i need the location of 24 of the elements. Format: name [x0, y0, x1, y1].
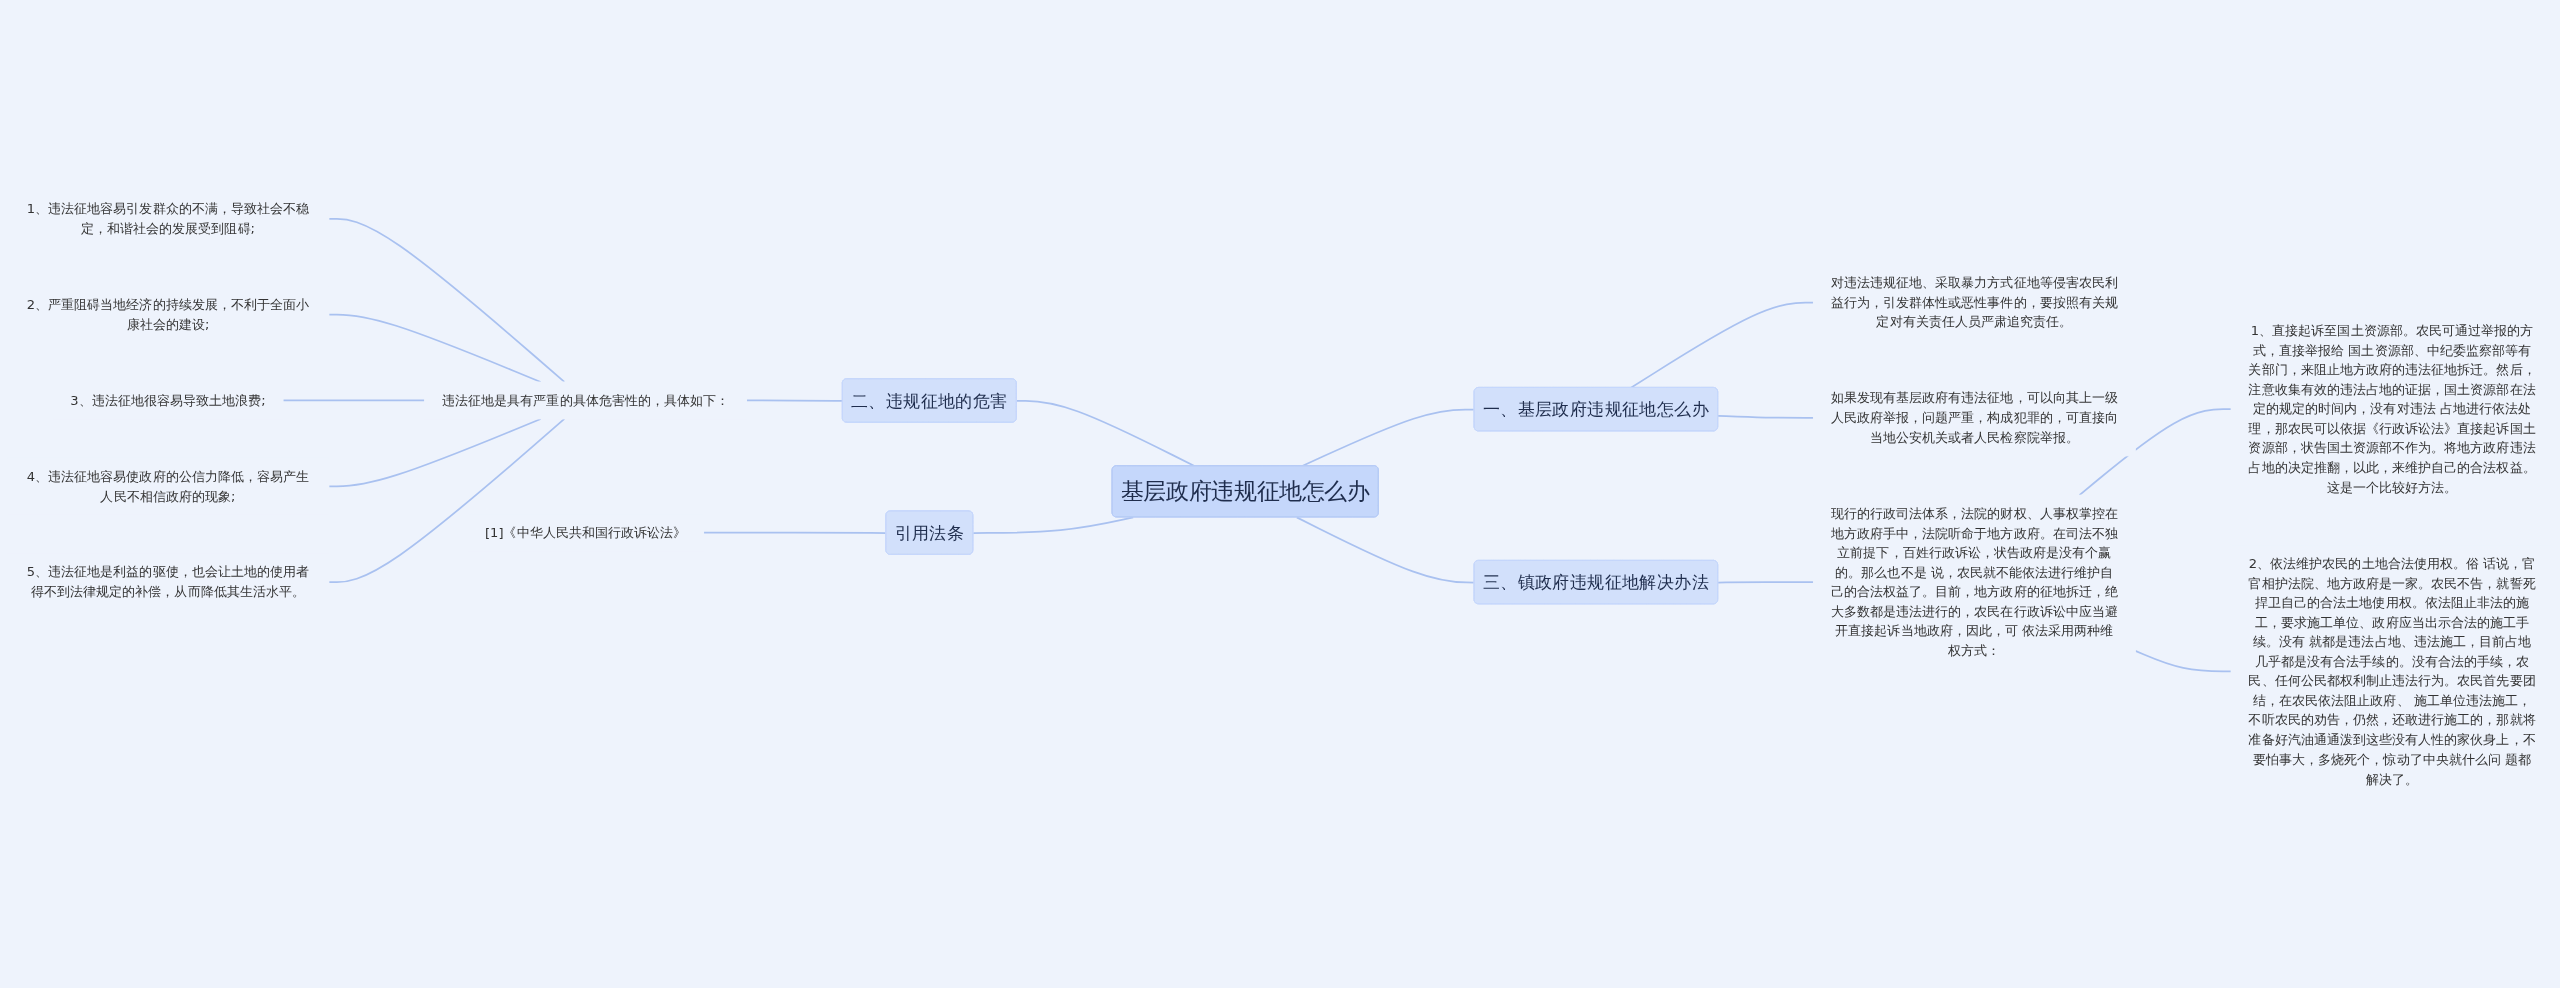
- connector: [1717, 581, 1815, 584]
- connector: [2134, 650, 2232, 673]
- node-text: 1、违法征地容易引发群众的不满，导致社会不稳定，和谐社会的发展受到阻碍;: [26, 200, 310, 237]
- connector: [282, 399, 426, 402]
- node-text: 对违法违规征地、采取暴力方式征地等侵害农民利益行为，引发群体性或恶性事件的，要按照有关规定对有关责任人员严肃追究责任。: [1830, 274, 2118, 330]
- connector: [328, 418, 542, 488]
- connector: [745, 399, 844, 402]
- connector: [1630, 301, 1815, 389]
- node-text: 现行的行政司法体系，法院的财权、人事权掌控在地方政府手中，法院听命于地方政府。在司法不独立前提下，百姓行政诉讼，状告政府是没有个赢的。那么也不是 说，农民就不能依法进行维护自己的合法权益了。目前，地方政府的征地拆迁，绝大多数都是违法进行的，农民在行政诉讼中应当避开直接起诉当地政府，因此，可 依法采用两种维权方式：: [1830, 505, 2118, 659]
- connector: [328, 217, 566, 383]
- node-text: 如果发现有基层政府有违法征地，可以向其上一级人民政府举报，问题严重，构成犯罪的，可直接向当地公安机关或者人民检察院举报。: [1830, 390, 2118, 446]
- node-text: 4、违法征地容易使政府的公信力降低，容易产生人民不相信政府的现象;: [26, 468, 310, 504]
- connector: [1295, 516, 1476, 584]
- node-text: 2、严重阻碍当地经济的持续发展，不利于全面小康社会的建设;: [26, 296, 310, 332]
- node-text: [1]《中华人民共和国行政诉讼法》: [485, 524, 687, 541]
- node-text: 违法征地是具有严重的具体危害性的，具体如下：: [442, 392, 730, 409]
- node-text: 3、违法征地很容易导致土地浪费;: [70, 392, 266, 409]
- node-text: 2、依法维护农民的土地合法使用权。俗 话说，官官相护法院、地方政府是一家。农民不告，就誓死捍卫自己的合法土地使用权。依法阻止非法的施工，要求施工单位、政府应当出示合法的施工手续。没有 就都是违法占地、违法施工，目前占地几乎都是没有合法手续的。没有合法的手续，农民、任何公民都权利制止违法行为。农民首先要团结，在农民依法阻止政府、 施工单位违法施工，不听农民的劝告，仍然，还敢进行施工的，那就将准备好汽油通通泼到这些没有人性的家伙身上，不要怕事大，多烧死个，惊动了中央就什么问 题都解决了。: [2248, 555, 2536, 787]
- connector: [2078, 408, 2232, 496]
- connector: [972, 516, 1135, 534]
- node-text: 1、直接起诉至国土资源部。农民可通过举报的方式，直接举报给 国土资源部、中纪委监察部等有关部门，来阻止地方政府的违法征地拆迁。然后，注意收集有效的违法占地的证据，国土资源部在法定的规定的时间内，没有对违法 占地进行依法处理，那农民可以依据《行政诉讼法》直接起诉国土资源部，状告国土资源部不作为。将地方政府违法占地的决定推翻，以此，来维护自己的合法权益。这是一个比较好方法。: [2248, 322, 2536, 496]
- node-text: 5、违法征地是利益的驱使，也会让土地的使用者得不到法律规定的补偿，从而降低其生活水平。: [26, 564, 310, 600]
- connector: [328, 418, 566, 583]
- connector: [1717, 414, 1815, 419]
